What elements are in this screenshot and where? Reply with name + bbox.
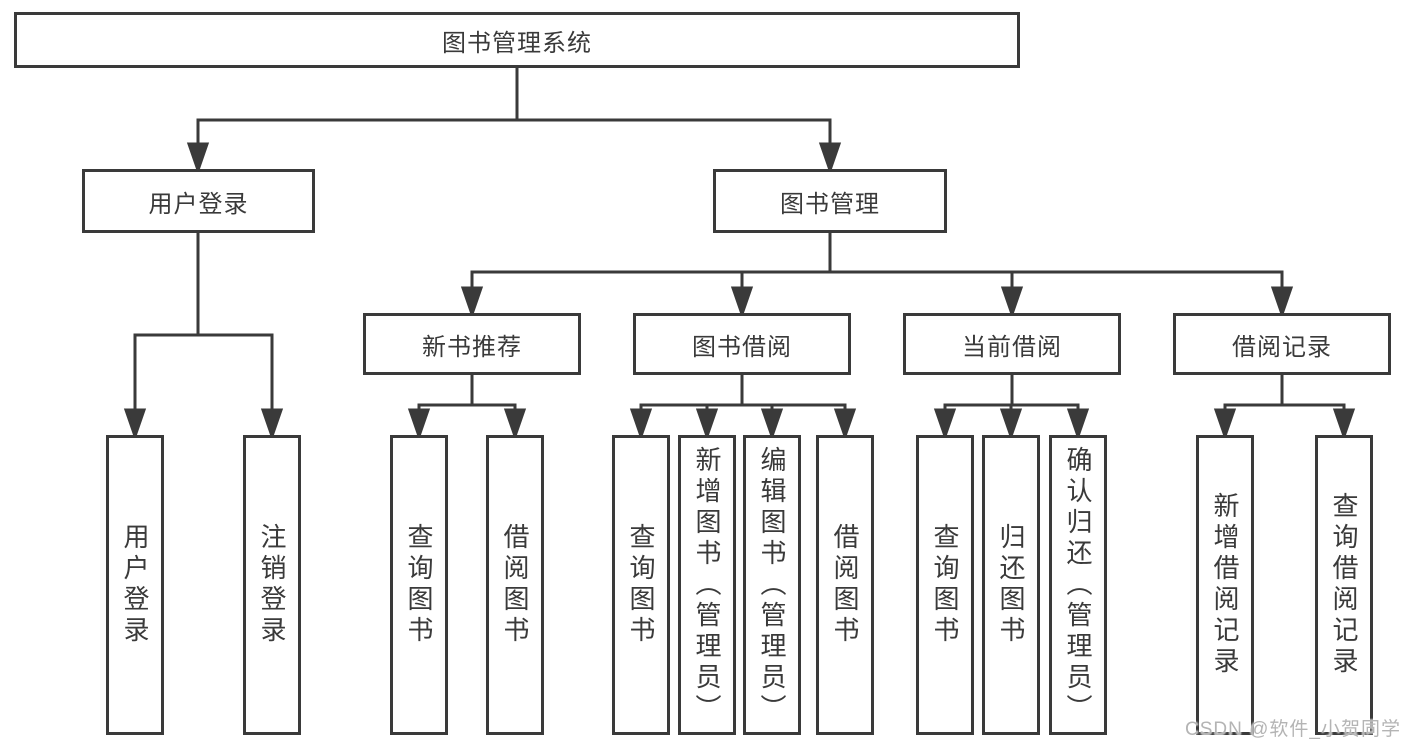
node-book-management: 图书管理 — [713, 169, 947, 233]
leaf-bb-add-books-admin: 新增图书（管理员） — [678, 435, 736, 735]
node-book-borrow: 图书借阅 — [633, 313, 851, 375]
node-new-book-recommend-label: 新书推荐 — [422, 333, 522, 361]
node-borrow-records-label: 借阅记录 — [1232, 333, 1332, 361]
leaf-logout: 注销登录 — [243, 435, 301, 735]
leaf-nbr-query-books-label: 查询图书 — [404, 523, 434, 647]
leaf-br-add-record: 新增借阅记录 — [1196, 435, 1254, 735]
node-book-management-label: 图书管理 — [780, 190, 880, 218]
connector-borrow-records-children — [1213, 373, 1356, 441]
connector-current-borrow-children — [933, 373, 1090, 441]
node-root-label: 图书管理系统 — [442, 29, 592, 57]
node-book-borrow-label: 图书借阅 — [692, 333, 792, 361]
leaf-cb-return-books-label: 归还图书 — [996, 523, 1026, 647]
leaf-bb-borrow-books-label: 借阅图书 — [830, 523, 860, 647]
node-user-login-label: 用户登录 — [148, 190, 249, 218]
leaf-nbr-borrow-books-label: 借阅图书 — [500, 523, 530, 647]
watermark: CSDN @软件_小贺同学 — [1185, 719, 1401, 740]
leaf-user-login: 用户登录 — [106, 435, 164, 735]
leaf-nbr-borrow-books: 借阅图书 — [486, 435, 544, 735]
leaf-bb-add-books-admin-label: 新增图书（管理员） — [692, 445, 722, 725]
leaf-bb-query-books-label: 查询图书 — [626, 523, 656, 647]
leaf-bb-edit-books-admin: 编辑图书（管理员） — [743, 435, 801, 735]
leaf-bb-edit-books-admin-label: 编辑图书（管理员） — [757, 445, 787, 725]
node-current-borrow-label: 当前借阅 — [962, 333, 1062, 361]
node-current-borrow: 当前借阅 — [903, 313, 1121, 375]
leaf-cb-query-books: 查询图书 — [916, 435, 974, 735]
leaf-cb-confirm-return-admin: 确认归还（管理员） — [1049, 435, 1107, 735]
leaf-cb-query-books-label: 查询图书 — [930, 523, 960, 647]
connector-root-to-level2 — [186, 66, 842, 175]
leaf-logout-label: 注销登录 — [257, 523, 287, 647]
leaf-cb-confirm-return-admin-label: 确认归还（管理员） — [1063, 445, 1093, 725]
connector-book-borrow-children — [629, 373, 857, 441]
leaf-bb-query-books: 查询图书 — [612, 435, 670, 735]
node-borrow-records: 借阅记录 — [1173, 313, 1391, 375]
leaf-br-query-record: 查询借阅记录 — [1315, 435, 1373, 735]
connector-new-book-recommend-children — [407, 373, 527, 441]
node-new-book-recommend: 新书推荐 — [363, 313, 581, 375]
leaf-br-query-record-label: 查询借阅记录 — [1329, 492, 1359, 678]
leaf-nbr-query-books: 查询图书 — [390, 435, 448, 735]
leaf-cb-return-books: 归还图书 — [982, 435, 1040, 735]
leaf-br-add-record-label: 新增借阅记录 — [1210, 492, 1240, 678]
connector-user-login-children — [123, 231, 284, 441]
node-user-login: 用户登录 — [82, 169, 315, 233]
node-root: 图书管理系统 — [14, 12, 1020, 68]
connector-book-management-children — [460, 231, 1294, 319]
leaf-user-login-label: 用户登录 — [120, 523, 150, 647]
leaf-bb-borrow-books: 借阅图书 — [816, 435, 874, 735]
